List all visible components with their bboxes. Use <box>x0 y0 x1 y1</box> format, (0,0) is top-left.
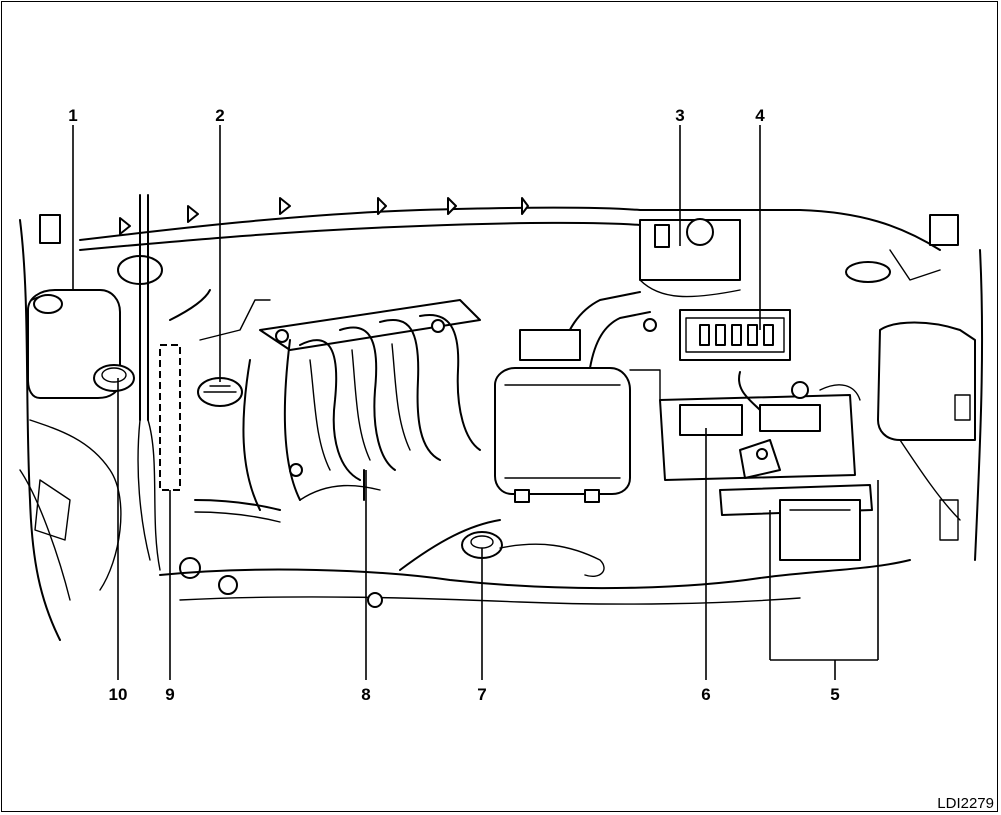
callout-8: 8 <box>361 685 370 704</box>
callout-7: 7 <box>477 685 486 704</box>
callout-3: 3 <box>675 106 684 125</box>
leader-lines <box>72 125 879 680</box>
callout-4: 4 <box>755 106 765 125</box>
callout-labels: 1 2 3 4 5 6 7 8 9 10 <box>68 106 839 704</box>
callout-10: 10 <box>109 685 128 704</box>
callout-9: 9 <box>165 685 174 704</box>
figure-code: LDI2279 <box>937 795 994 812</box>
callout-2: 2 <box>215 106 224 125</box>
callout-6: 6 <box>701 685 710 704</box>
engine-drawing <box>19 194 984 641</box>
callout-5: 5 <box>830 685 839 704</box>
callout-1: 1 <box>68 106 77 125</box>
